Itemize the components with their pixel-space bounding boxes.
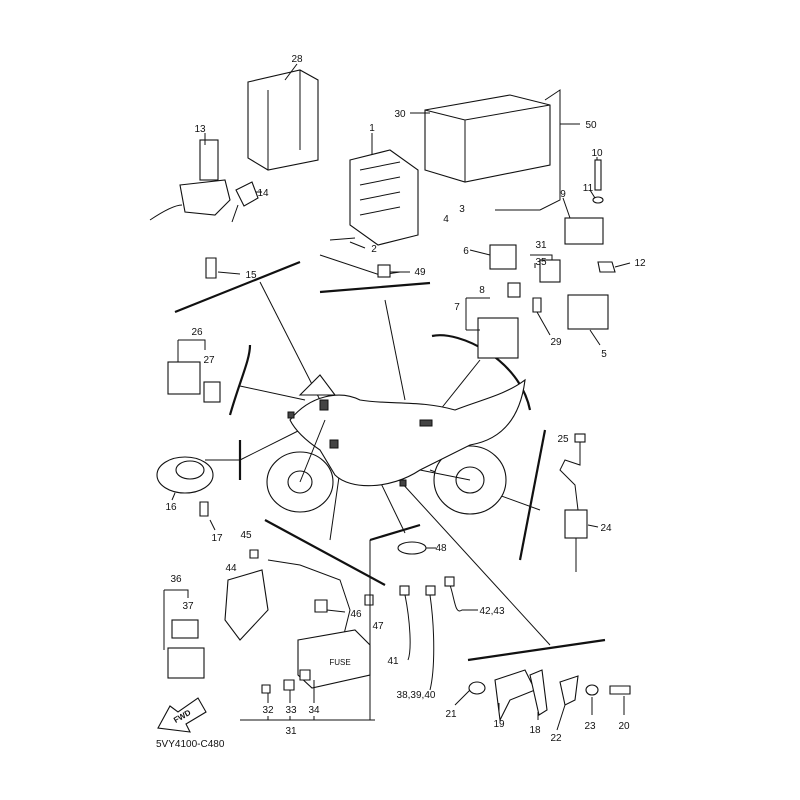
callout-24: 24 [600, 523, 612, 534]
callout-38-39-40: 38,39,40 [397, 690, 436, 701]
part-clamp-49 [319, 254, 410, 278]
callout-49: 49 [414, 267, 426, 278]
callout-45: 45 [240, 530, 252, 541]
callout-36: 36 [170, 574, 182, 585]
callout-35: 35 [535, 257, 547, 268]
callout-23: 23 [584, 721, 596, 732]
callout-30: 30 [394, 109, 406, 120]
callout-9: 9 [560, 189, 566, 200]
callout-50: 50 [585, 120, 597, 131]
callout-32: 32 [262, 705, 274, 716]
callout-5: 5 [601, 349, 607, 360]
callout-21: 21 [445, 709, 457, 720]
callout-15: 15 [245, 270, 257, 281]
callout-34: 34 [308, 705, 320, 716]
callout-11: 11 [583, 183, 594, 194]
callout-41: 41 [387, 656, 399, 667]
callout-22: 22 [550, 733, 562, 744]
fwd-arrow-icon [157, 697, 207, 733]
part-sensor-24-25 [559, 433, 599, 572]
part-cable-ties [397, 541, 478, 691]
callout-12: 12 [634, 258, 646, 269]
callout-44: 44 [225, 563, 237, 574]
callout-26: 26 [191, 327, 203, 338]
callout-27: 27 [203, 355, 215, 366]
callout-46: 46 [350, 609, 362, 620]
fuse-label: FUSE [329, 658, 350, 667]
callout-7: 7 [454, 302, 460, 313]
part-battery-30 [410, 89, 580, 211]
callout-3: 3 [459, 204, 465, 215]
part-rectifier-1 [329, 133, 419, 249]
part-relay-26-27 [167, 339, 221, 403]
callout-6: 6 [463, 246, 469, 257]
callout-31-bottom: 31 [285, 726, 297, 737]
callout-18: 18 [529, 725, 541, 736]
part-relay-36-37 [163, 589, 205, 679]
callout-25: 25 [557, 434, 569, 445]
callout-13: 13 [194, 124, 206, 135]
callout-1: 1 [369, 123, 375, 134]
callout-8: 8 [479, 285, 485, 296]
part-bracket-group [454, 669, 631, 731]
callout-19: 19 [493, 719, 505, 730]
part-main-switch-13 [149, 133, 262, 279]
callout-10: 10 [591, 148, 603, 159]
callout-16: 16 [165, 502, 177, 513]
callout-20: 20 [618, 721, 630, 732]
callout-48: 48 [435, 543, 447, 554]
callout-47: 47 [372, 621, 384, 632]
callout-4: 4 [443, 214, 449, 225]
callout-17: 17 [211, 533, 223, 544]
callout-29: 29 [550, 337, 562, 348]
part-horn-16 [156, 456, 240, 531]
callout-33: 33 [285, 705, 297, 716]
part-relays-right [465, 157, 631, 359]
part-ecu-28 [247, 63, 319, 171]
callout-37: 37 [182, 601, 194, 612]
drawing-code: 5VY4100-C480 [156, 739, 225, 750]
motorcycle-illustration [266, 374, 526, 515]
part-fusebox-group [224, 540, 375, 721]
callout-14: 14 [257, 188, 269, 199]
callout-28: 28 [291, 54, 303, 65]
callout-42-43: 42,43 [479, 606, 504, 617]
callout-labels: 28 1 30 50 13 14 10 11 9 4 3 2 31 35 6 1… [156, 54, 646, 750]
callout-2: 2 [371, 244, 377, 255]
callout-31: 31 [535, 240, 547, 251]
